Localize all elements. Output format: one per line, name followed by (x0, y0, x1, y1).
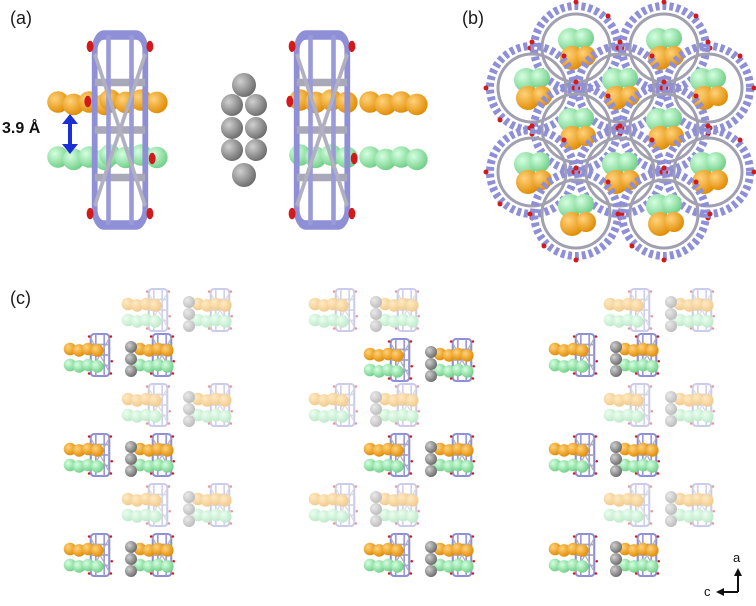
panel-c-column-middle (309, 289, 475, 577)
axis-label-a: a (733, 550, 741, 565)
panel-label-b: (b) (462, 8, 484, 28)
panel-b-structure (484, 0, 756, 263)
panel-label-c: (c) (10, 288, 31, 308)
axis-indicator (716, 568, 742, 596)
panel-c-column-left (64, 289, 233, 577)
panel-label-a: (a) (10, 8, 32, 28)
axis-label-c: c (704, 584, 711, 599)
panel-c-column-right (549, 289, 715, 577)
panel-a-structure (47, 35, 428, 225)
stacking-distance-label: 3.9 Å (2, 120, 41, 137)
